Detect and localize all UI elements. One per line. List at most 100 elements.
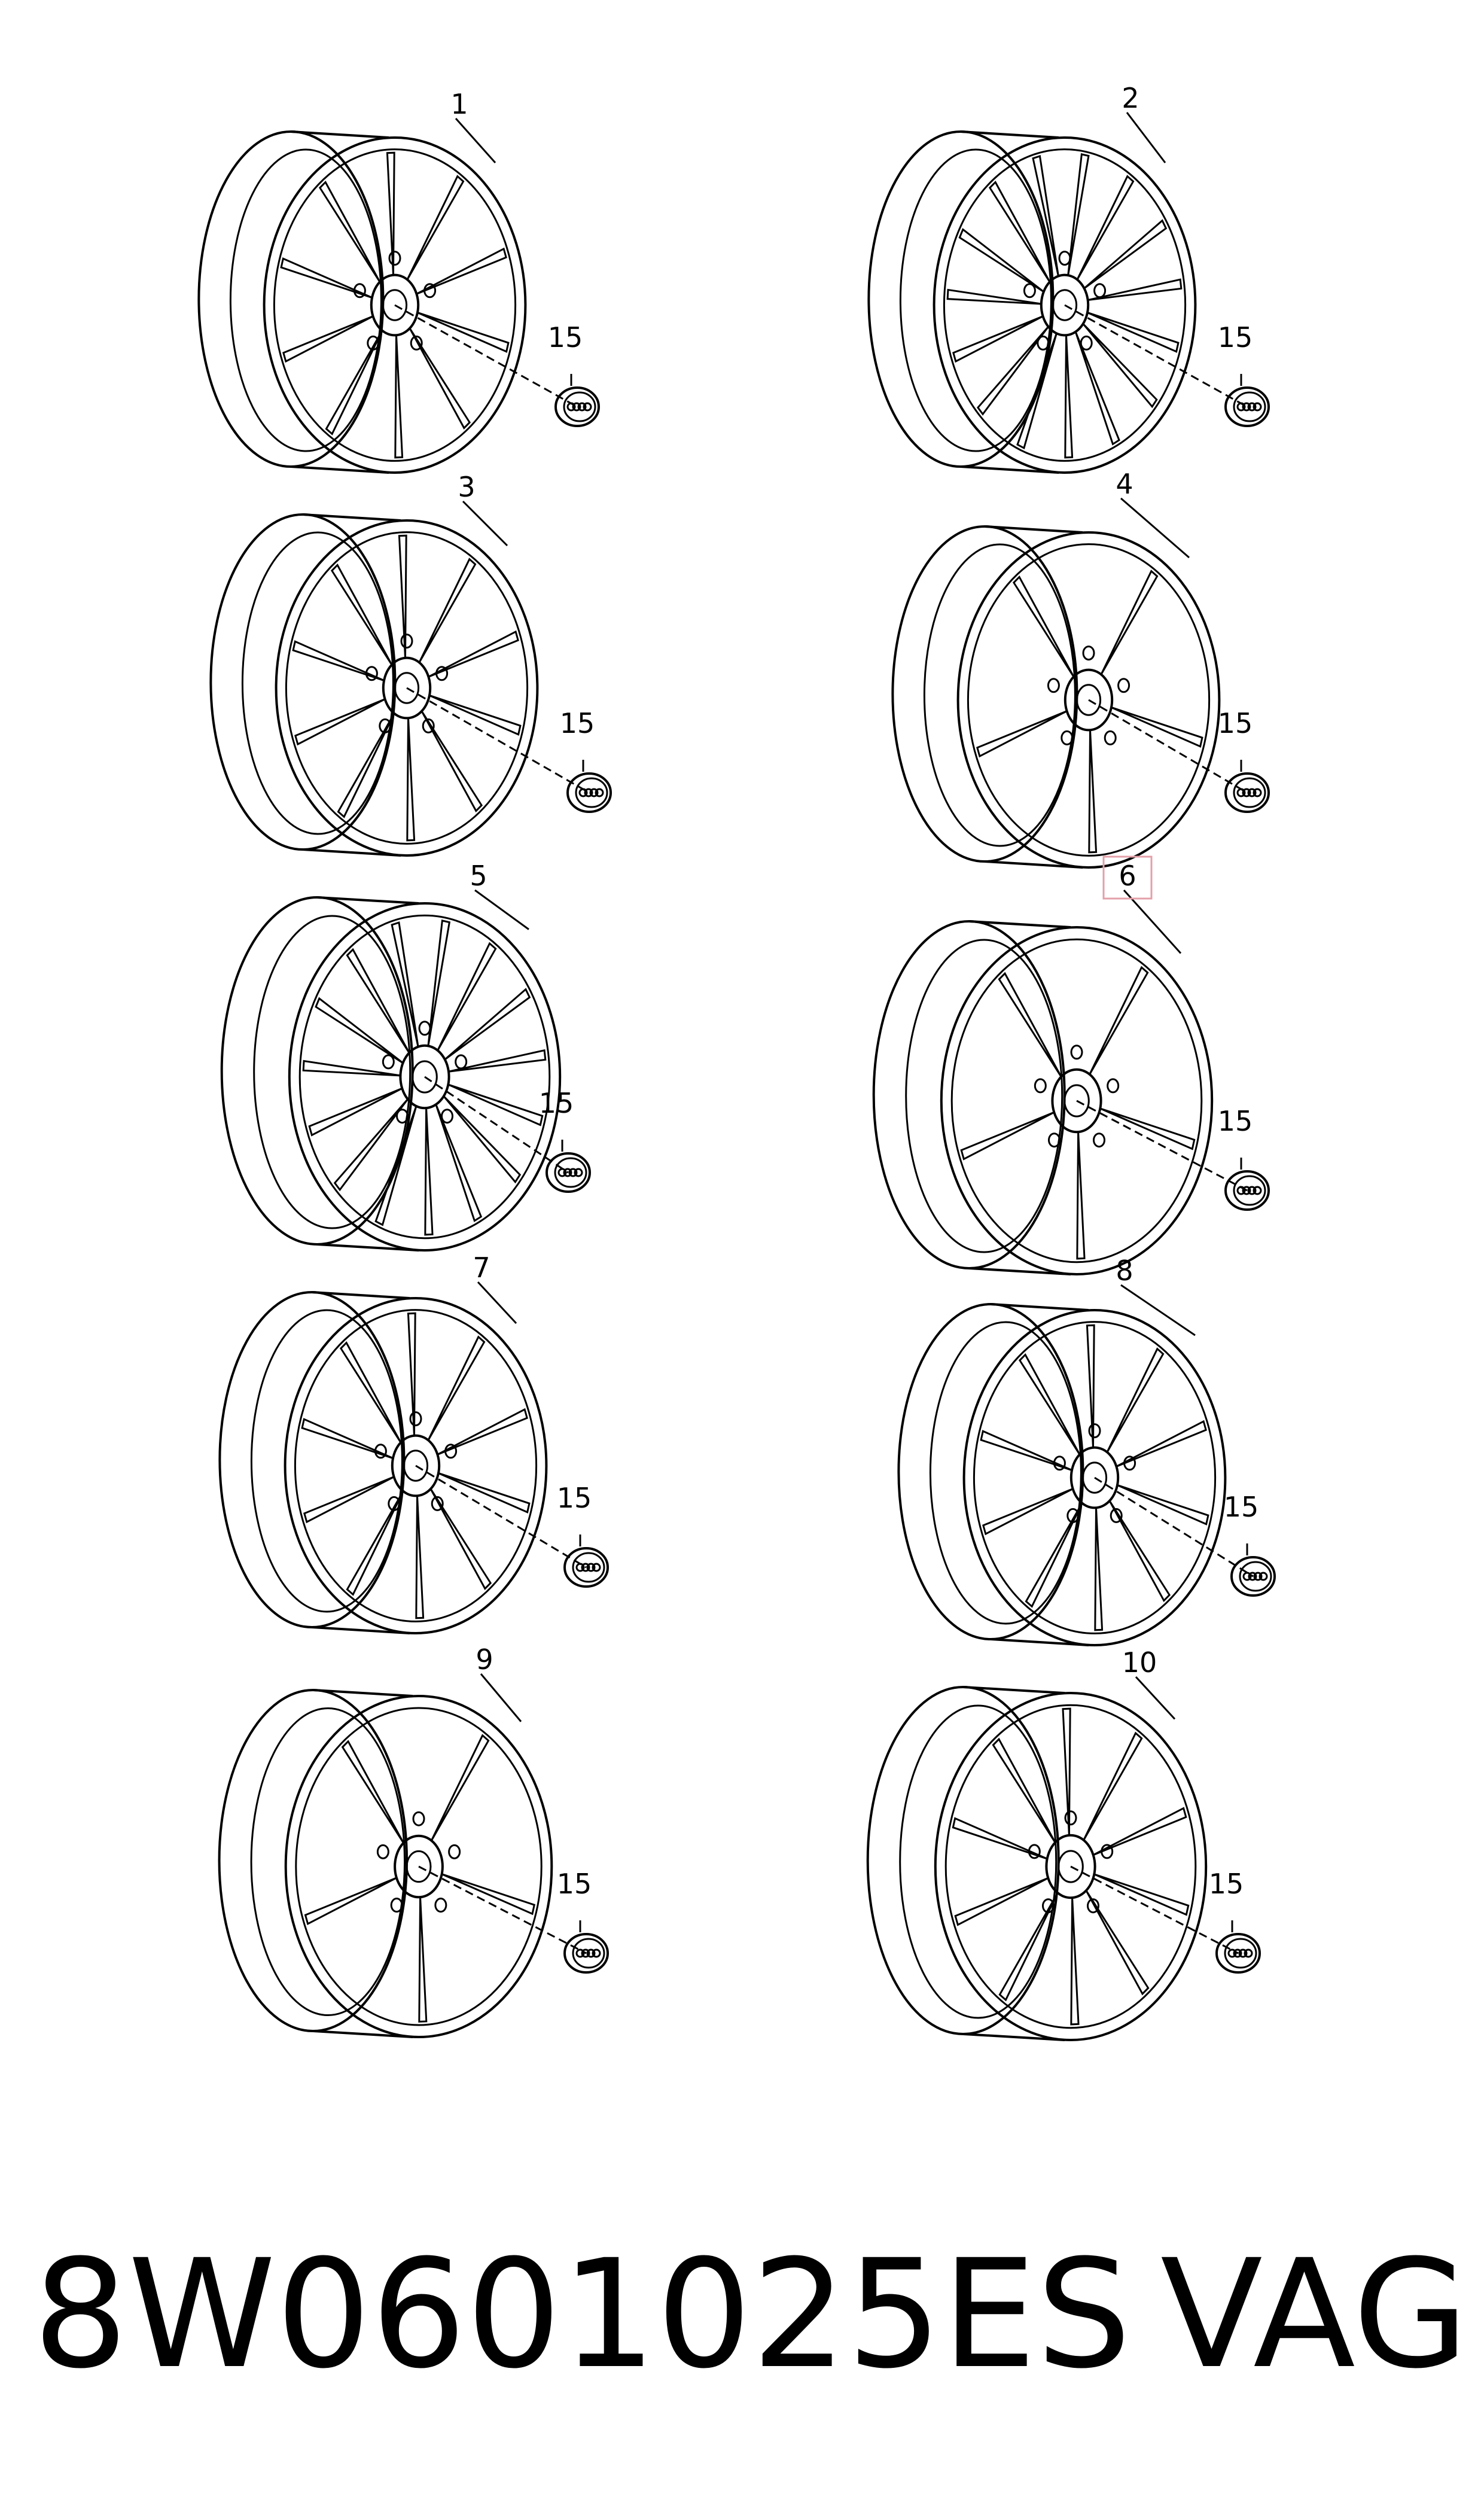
- spoke: [1085, 1890, 1150, 1996]
- spoke: [394, 335, 404, 459]
- callout-label: 6: [1119, 860, 1136, 892]
- spoke: [346, 1490, 404, 1596]
- logo-ring-icon: [1253, 1572, 1263, 1581]
- logo-ring-icon: [575, 1563, 585, 1572]
- center-cap: [1215, 1933, 1261, 1974]
- spoke: [448, 1049, 547, 1073]
- logo-ring-icon: [592, 1563, 601, 1572]
- bolt-hole: [1047, 1132, 1061, 1148]
- spoke: [1089, 966, 1149, 1075]
- hub: [1069, 1446, 1120, 1509]
- rim-barrel: [866, 1686, 1060, 2035]
- rim-barrel-inner: [905, 939, 1064, 1253]
- rim-face-outer: [284, 1695, 553, 2038]
- rim-top-edge: [991, 1303, 1089, 1311]
- callout-label: 10: [1122, 1646, 1157, 1679]
- spoke: [1012, 575, 1075, 678]
- logo-ring-icon: [1247, 402, 1257, 412]
- spoke: [438, 1472, 531, 1514]
- bolt-hole: [353, 283, 366, 299]
- rim-face-outer: [263, 136, 527, 474]
- logo-ring-icon: [1253, 788, 1262, 797]
- rim-bottom-edge: [317, 1243, 419, 1252]
- spoke: [1088, 730, 1098, 854]
- spoke: [952, 315, 1044, 363]
- bolt-hole: [1104, 730, 1117, 745]
- logo-ring-icon: [595, 788, 604, 797]
- center-cap-face: [572, 1938, 605, 1969]
- spoke: [406, 718, 416, 842]
- rim-bottom-edge: [963, 2033, 1065, 2041]
- cap-callout-label: 15: [1224, 1491, 1259, 1523]
- rim-face-outer: [933, 136, 1197, 474]
- spoke: [1108, 1500, 1171, 1603]
- center-cap: [1224, 386, 1270, 427]
- spoke: [1100, 570, 1159, 675]
- bolt-hole: [412, 1811, 425, 1826]
- bolt-hole: [1066, 1508, 1080, 1523]
- bolt-hole: [1093, 1132, 1106, 1148]
- center-cap: [1224, 772, 1270, 813]
- spoke: [280, 257, 373, 299]
- spoke: [346, 948, 410, 1054]
- logo-ring-icon: [566, 402, 576, 412]
- rim-face-inner: [295, 1707, 543, 2026]
- hub-bore: [394, 672, 420, 704]
- logo-ring-icon: [1248, 1572, 1257, 1581]
- spoke: [1083, 1731, 1143, 1841]
- spoke: [330, 563, 393, 666]
- spoke: [429, 1488, 492, 1591]
- spoke: [960, 1111, 1055, 1161]
- logo-ring-icon: [568, 1168, 578, 1177]
- spoke: [415, 1496, 425, 1619]
- rim-barrel-inner: [241, 531, 394, 835]
- spoke: [1082, 323, 1158, 409]
- spoke: [1087, 312, 1180, 353]
- logo-ring-icon: [1236, 1186, 1246, 1195]
- cap-leader: [406, 687, 590, 794]
- rim-face-inner: [967, 543, 1211, 857]
- bolt-hole: [376, 1844, 389, 1859]
- hub: [370, 273, 420, 337]
- wheel-3: 315: [209, 471, 612, 857]
- part-number: 8W0601025ES: [33, 2227, 1131, 2401]
- bolt-hole: [1041, 1898, 1055, 1914]
- spoke: [282, 315, 374, 363]
- cap-leader: [1094, 1476, 1254, 1578]
- spoke: [428, 630, 519, 678]
- center-cap-face: [1224, 1938, 1257, 1969]
- spoke: [1116, 1420, 1207, 1467]
- bolt-hole: [409, 1411, 422, 1427]
- spoke: [980, 1430, 1072, 1471]
- logo-ring-icon: [1233, 1948, 1242, 1958]
- spoke: [418, 558, 477, 663]
- callout-highlight: [1102, 855, 1153, 900]
- spoke: [1070, 1898, 1080, 2026]
- spoke: [391, 921, 419, 1048]
- rim-bottom-edge: [313, 2030, 413, 2038]
- bolt-hole: [1061, 730, 1074, 745]
- spoke: [1093, 1873, 1190, 1916]
- cap-leader: [418, 1865, 587, 1954]
- hub: [1051, 1068, 1102, 1134]
- hub: [399, 1044, 450, 1110]
- rim-top-edge: [317, 896, 419, 905]
- wheel-5: 515: [220, 860, 591, 1252]
- spoke: [1067, 153, 1090, 276]
- hub-bore: [1052, 289, 1078, 321]
- logo-ring-icon: [1242, 402, 1251, 412]
- center-cap-face: [1233, 777, 1266, 808]
- bolt-hole: [379, 718, 392, 733]
- center-cap-face: [554, 1157, 587, 1188]
- bolt-hole: [1080, 335, 1093, 351]
- hub: [1040, 273, 1090, 337]
- spoke: [435, 1104, 483, 1222]
- hub-bore: [382, 289, 408, 321]
- spoke: [1016, 333, 1058, 450]
- callout-leader: [474, 889, 529, 930]
- rim-top-edge: [303, 513, 401, 522]
- rim-barrel: [872, 920, 1066, 1269]
- rim-face-outer: [934, 1692, 1208, 2041]
